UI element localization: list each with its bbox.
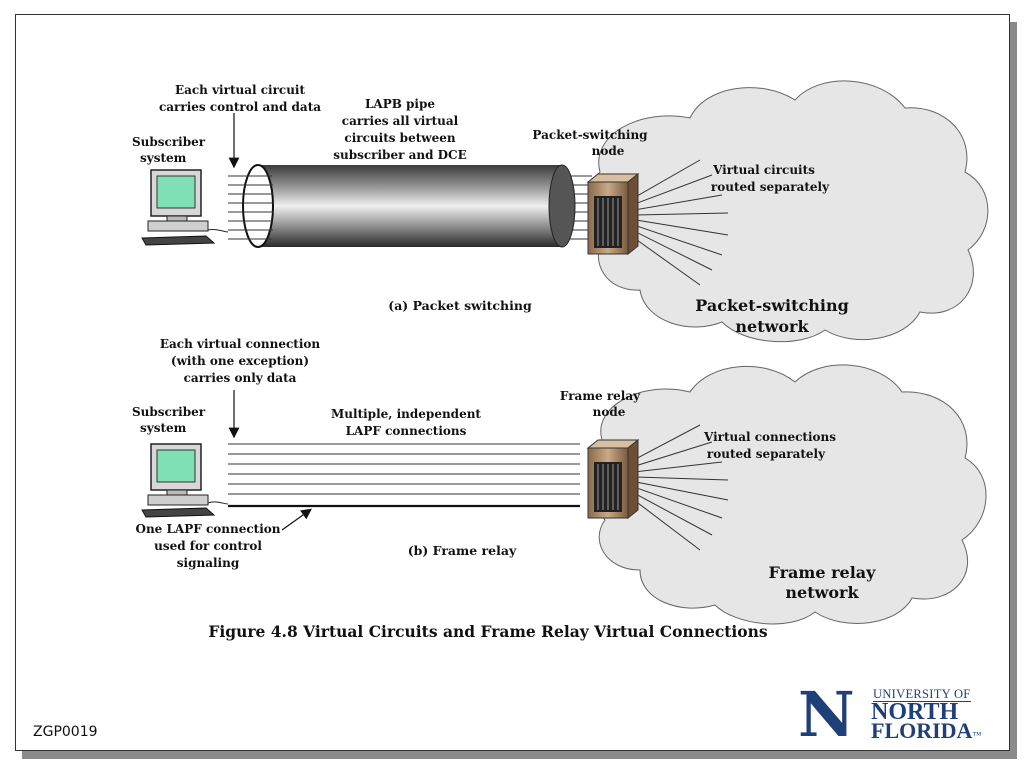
fr-subscriber-label-2: system [140, 421, 187, 435]
caption-frame-relay: (b) Frame relay [408, 543, 517, 558]
frame-relay-node-icon [586, 438, 640, 520]
subscriber-label-1: Subscriber [132, 135, 206, 149]
lapb-pipe [242, 164, 576, 248]
packet-switching-panel: Each virtual circuit carries control and… [132, 80, 989, 343]
frame-relay-fan-lines [629, 424, 729, 551]
one-lapf-label-2: used for control [154, 539, 262, 553]
each-vc-label-2: carries control and data [159, 100, 321, 114]
ps-network-label-1: Packet-switching [695, 296, 849, 315]
vc-routed-label-2: routed separately [711, 180, 830, 194]
fr-node-label-2: node [593, 405, 626, 419]
caption-packet-switching: (a) Packet switching [388, 298, 532, 313]
figure-title: Figure 4.8 Virtual Circuits and Frame Re… [208, 622, 768, 641]
lapb-label-4: subscriber and DCE [333, 148, 467, 162]
packet-switching-node-icon [586, 172, 640, 256]
control-lapf-pointer-arrow [281, 508, 312, 531]
unf-logo: N UNIVERSITY OF NORTH FLORIDA™ [798, 684, 990, 746]
logo-florida: FLORIDA™ [871, 720, 981, 746]
frame-relay-panel: Each virtual connection (with one except… [132, 337, 987, 625]
lapb-label-3: circuits between [344, 131, 455, 145]
each-conn-label-2: (with one exception) [171, 354, 309, 368]
vconn-routed-label-1: Virtual connections [703, 430, 836, 444]
lapb-label-1: LAPB pipe [365, 97, 435, 111]
fr-node-label-1: Frame relay [560, 389, 641, 403]
ps-node-label-2: node [592, 144, 625, 158]
fr-network-label-2: network [785, 583, 859, 602]
lapf-connection-lines [228, 443, 580, 508]
fr-subscriber-label-1: Subscriber [132, 405, 206, 419]
each-vc-label-1: Each virtual circuit [175, 83, 306, 97]
multi-lapf-label-2: LAPF connections [346, 424, 467, 438]
subscriber-label-2: system [140, 151, 187, 165]
multi-lapf-label-1: Multiple, independent [331, 407, 481, 421]
subscriber-computer-icon [141, 169, 229, 246]
vc-routed-label-1: Virtual circuits [712, 163, 815, 177]
frame-relay-subscriber-computer-icon [141, 443, 229, 518]
frame-relay-cloud [589, 364, 987, 625]
logo-n-mark: N [798, 678, 855, 751]
logo-tm: ™ [972, 730, 982, 740]
ps-node-label-1: Packet-switching [532, 128, 648, 142]
logo-north: NORTH [871, 699, 959, 725]
logo-university-of: UNIVERSITY OF [873, 687, 971, 702]
each-conn-label-3: carries only data [184, 371, 297, 385]
vconn-routed-label-2: routed separately [707, 447, 826, 461]
one-lapf-label-3: signaling [177, 556, 240, 570]
fr-network-label-1: Frame relay [769, 563, 877, 582]
lapb-label-2: carries all virtual [342, 114, 459, 128]
logo-florida-text: FLORIDA [871, 718, 973, 743]
one-lapf-label-1: One LAPF connection [136, 522, 281, 536]
slide-id: ZGP0019 [33, 724, 98, 740]
packet-switching-fan-lines [629, 159, 729, 286]
each-conn-label-1: Each virtual connection [160, 337, 321, 351]
ps-network-label-2: network [735, 317, 809, 336]
